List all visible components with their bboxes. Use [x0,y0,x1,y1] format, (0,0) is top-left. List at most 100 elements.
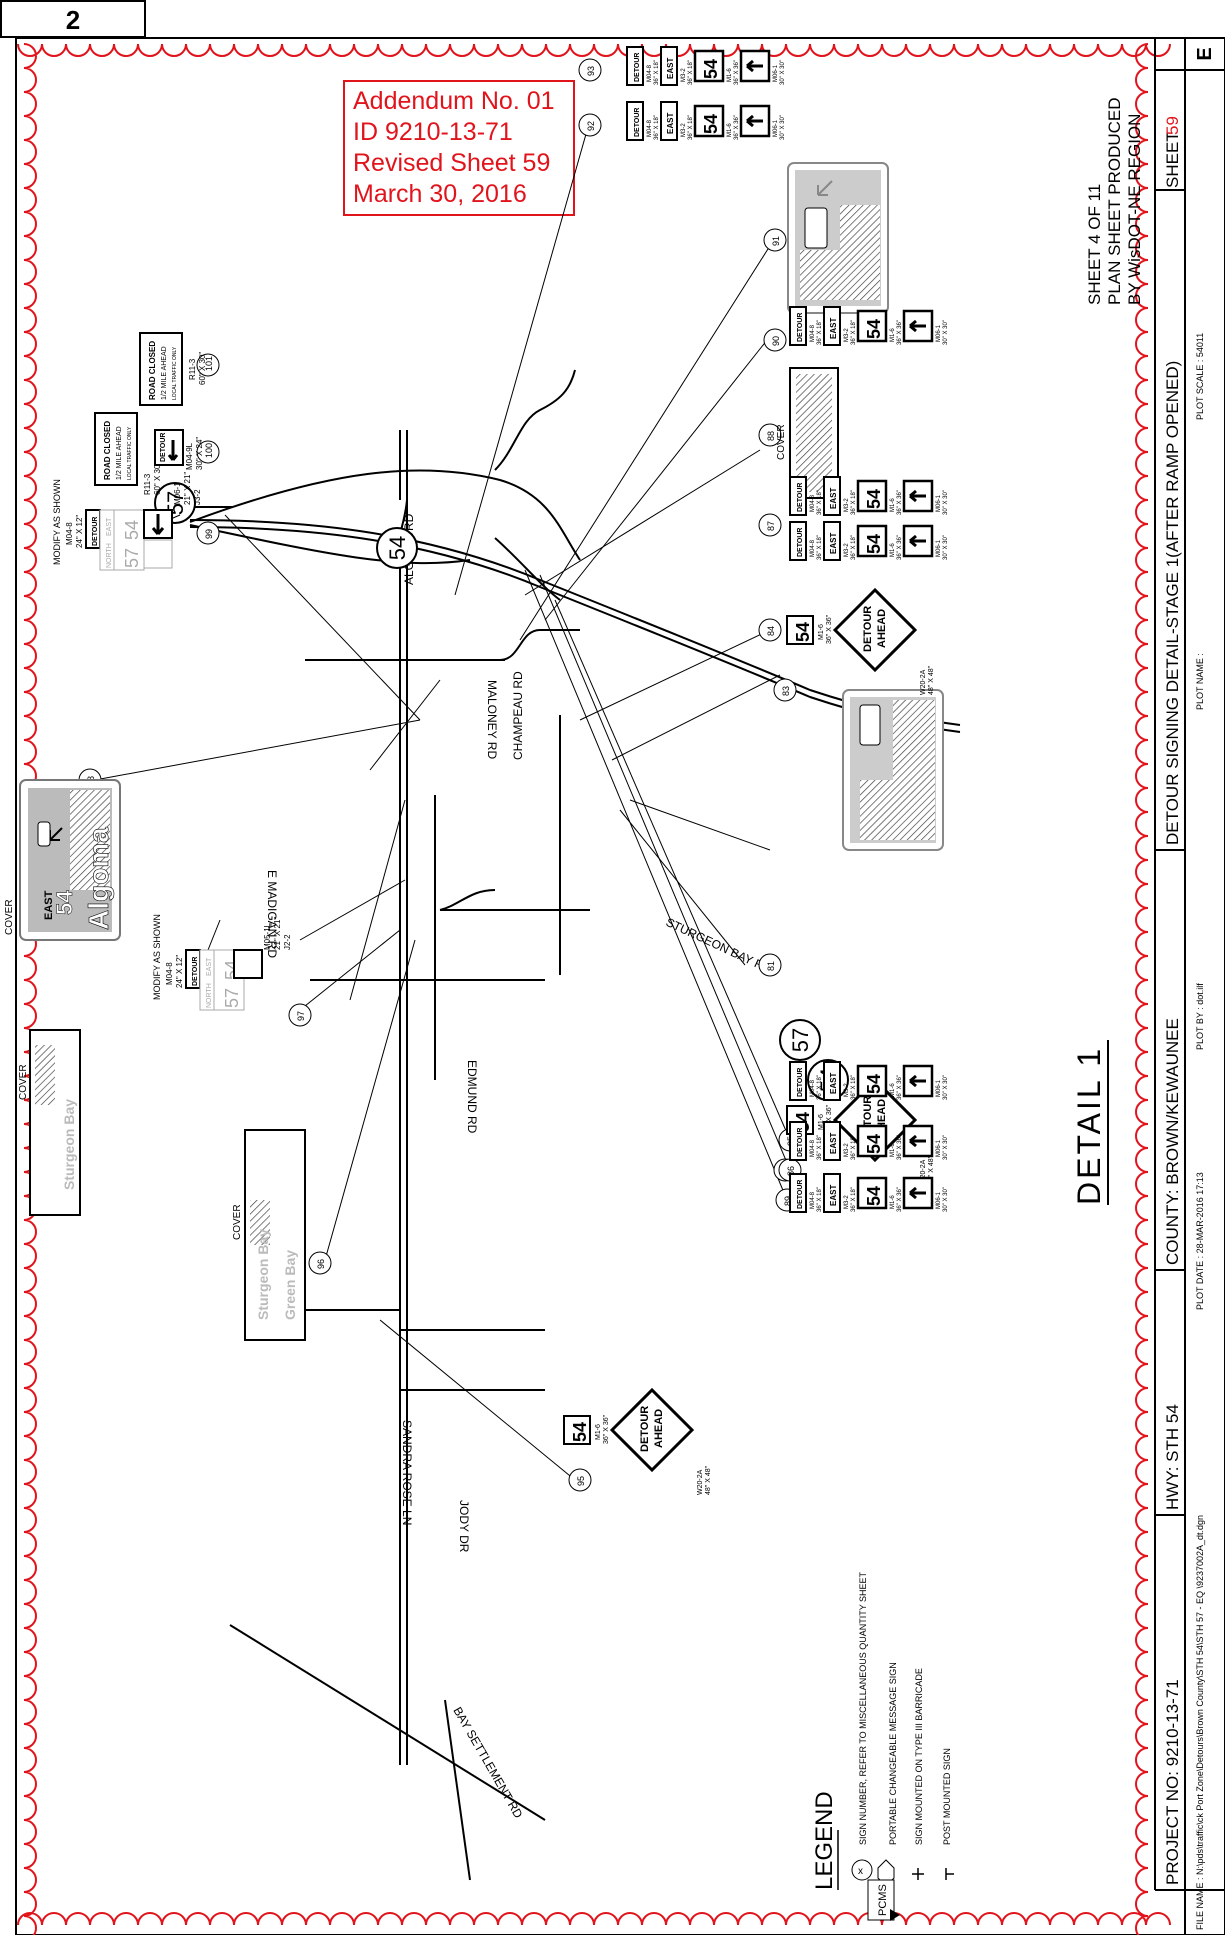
route-54-marker [693,49,725,83]
detour-plaque-text: DETOUR [797,1068,804,1097]
size-label: 36" X 36" [826,1104,833,1134]
road-label-sturgeon-bay: STURGEON BAY RD [664,915,774,976]
east-plaque-text: EAST [829,488,838,509]
size-36x18: 36" X 18" [817,535,823,560]
route-circle-57-bottom: 57 [788,1028,813,1052]
route-54-marker [856,524,888,558]
road-closed-sign-101: ROAD CLOSED 1/2 MILE AHEAD LOCAL TRAFFIC… [139,332,207,406]
cover-east-text: EAST [43,890,55,920]
road-closed-text-101: ROAD CLOSED [148,341,157,400]
callout-circle [758,953,782,977]
size-24x12-97: 24" X 12" [175,955,184,988]
arrow-sign [739,104,771,138]
code-m1-6: M1-6 [890,543,896,557]
callouts: 8182838485868788899091929394959697989910… [78,58,802,1492]
sheet-border [15,37,1225,1935]
legend-item-1: SIGN NUMBER, REFER TO MISCELLANEOUS QUAN… [858,1571,868,1845]
produced-note-line-1: SHEET 4 OF 11 [1085,184,1104,305]
detour-text-100: DETOUR [160,433,167,462]
road-closed-sign-100: ROAD CLOSED 1/2 MILE AHEAD LOCAL TRAFFIC… [94,412,204,495]
route-54-text: 54 [864,1074,884,1094]
callout-number: 97 [296,1011,306,1021]
east-plaque [823,476,841,516]
code-m04-8: M04-8 [810,1191,816,1209]
up-arrow-icon [746,114,763,128]
route-54-marker [786,615,814,645]
east-plaque [823,306,841,346]
callout-number: 88 [766,431,776,441]
route-54-text: 54 [864,319,884,339]
size-21x21-97: 21" X 21" [273,917,282,950]
detour-plaque-text: DETOUR [634,108,641,137]
up-arrow-icon [909,489,926,503]
route-54-text: 54 [864,534,884,554]
detour-plaque-text: DETOUR [797,483,804,512]
north-text-99: NORTH [106,543,113,568]
east-plaque [660,101,678,141]
mile-ahead-text-100: 1/2 MILE AHEAD [116,426,123,480]
legend-item-3: SIGN MOUNTED ON TYPE III BARRICADE [914,1668,924,1845]
plot-name: PLOT NAME : [1195,653,1205,710]
size-30x30: 30" X 30" [943,1075,949,1100]
code-m04-8: M04-8 [810,1139,816,1157]
code-m05-1l: M05-1L [263,922,272,950]
code-m3-2: M3-2 [844,543,850,557]
north-text-97: NORTH [206,983,213,1008]
up-arrow-icon [909,319,926,333]
code-m06-1: M06-1 [936,1191,942,1209]
size-36x18: 36" X 18" [851,1187,857,1212]
size-30x30: 30" X 30" [943,1135,949,1160]
detour-plaque [626,101,644,141]
size-36x18: 36" X 18" [851,1075,857,1100]
produced-note: SHEET 4 OF 11 PLAN SHEET PRODUCED BY Wis… [1085,97,1144,305]
code-m1-6: M1-6 [890,328,896,342]
route-54-marker [856,1176,888,1210]
east-plaque-text: EAST [666,58,675,79]
detail-label: DETAIL 1 [1071,1046,1107,1205]
size-36x18: 36" X 18" [817,1075,823,1100]
up-arrow-icon [909,1186,926,1200]
drawing-title: DETOUR SIGNING DETAIL-STAGE 1(AFTER RAMP… [1163,361,1182,845]
size-36x36: 36" X 36" [897,320,903,345]
callout-circle [758,618,782,642]
file-name: FILE NAME : N:\pds\traffic\ck Port Zone\… [1195,1515,1205,1930]
size-36x18: 36" X 18" [688,115,694,140]
road-label-edmund: EDMUND RD [465,1060,479,1134]
callout-number: 86 [786,1166,796,1176]
code-w20-2a: W20-2A [920,669,927,695]
produced-note-line-3: BY WisDOT-NE REGION [1125,114,1144,305]
code-m06-1: M06-1 [773,119,779,137]
size-36x18: 36" X 18" [851,535,857,560]
addendum-line-2: ID 9210-13-71 [353,118,513,146]
size-30x30: 30" X 30" [780,115,786,140]
legend-post-icon [945,1868,954,1880]
code-m06-1-99: M06-1 [173,482,182,505]
detour-ahead-diamond [609,1387,695,1473]
callout-number: 83 [781,686,791,696]
route-54-marker [856,1064,888,1098]
code-j2-2: J2-2 [283,934,292,950]
route-54-marker [563,1415,591,1445]
callout-number: 91 [771,236,781,246]
sturgeon-bay-mid-text: Sturgeon Bay [255,1229,271,1320]
arrow-sign [902,479,934,513]
legend-sign-number-icon: x [858,1866,863,1877]
cover-panel-green-bay: Sturgeon Bay Green Bay COVER [232,1129,306,1341]
size-36x18: 36" X 18" [817,1135,823,1160]
code-m1-6: M1-6 [818,1114,825,1130]
title-block: E SHEET 59 DETOUR SIGNING DETAIL-STAGE 1… [1154,38,1225,1935]
size-36x18: 36" X 18" [851,490,857,515]
callout-number: 95 [576,1476,586,1486]
code-m1-6: M1-6 [890,498,896,512]
east-plaque-text: EAST [829,533,838,554]
addendum-line-1: Addendum No. 01 [353,87,555,115]
callout-number: 87 [766,521,776,531]
detour-plaque [789,1173,807,1213]
size-36x36: 36" X 36" [897,1135,903,1160]
